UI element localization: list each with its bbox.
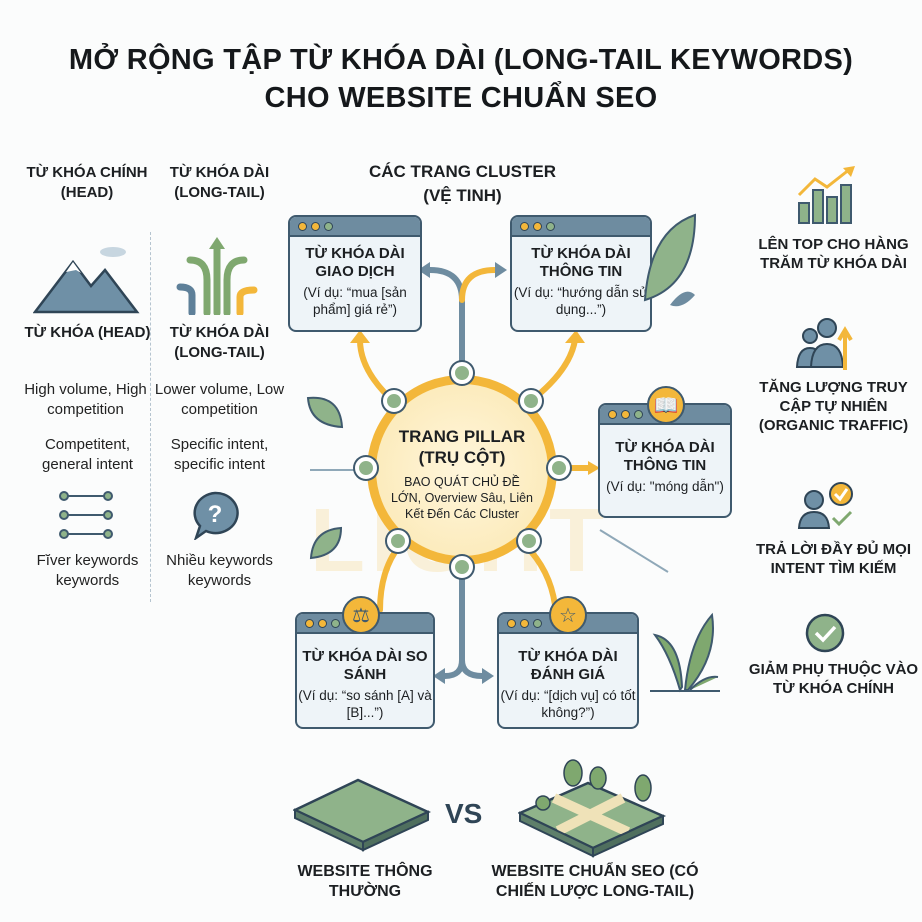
book-icon: 📖	[647, 386, 685, 424]
cluster-example: (Ví dụ: “[dịch vụ] có tốt không?”)	[500, 688, 636, 720]
growth-chart-icon	[797, 166, 855, 224]
flat-land-icon	[293, 778, 431, 852]
longtail-subheading: TỪ KHÓA DÀI (LONG-TAIL)	[169, 324, 270, 361]
longtail-intent: Specific intent, specific intent	[170, 436, 269, 473]
leaf-icon	[309, 526, 343, 560]
leaf-icon	[306, 396, 344, 429]
head-intent: Competitent, general intent	[42, 436, 133, 473]
pillar-title: TRANG PILLAR	[398, 427, 526, 446]
plant-icon	[650, 612, 720, 693]
cluster-heading: TỪ KHÓA DÀI GIAO DỊCH	[305, 245, 405, 280]
head-heading: TỪ KHÓA CHÍNH (HEAD)	[26, 164, 148, 201]
pillar-node	[518, 530, 540, 552]
list-nodes-icon	[59, 491, 113, 539]
scale-icon: ⚖	[342, 596, 380, 634]
mountain-icon	[33, 247, 140, 314]
pillar-node	[451, 556, 473, 578]
cluster-example: (Ví dụ: "móng dẫn")	[606, 479, 724, 494]
head-count: Fĭver keywords keywords	[36, 552, 139, 589]
cluster-page-transactional[interactable]: TỪ KHÓA DÀI GIAO DỊCH (Ví dụ: “mua [sản …	[288, 215, 422, 332]
cluster-example: (Ví dụ: “hướng dẫn sử dụng...”)	[513, 285, 649, 317]
pillar-description: BAO QUÁT CHỦ ĐỀ LỚN, Overview Sâu, Liên …	[390, 475, 534, 521]
leaf-icon	[643, 213, 697, 307]
users-up-icon	[795, 318, 853, 370]
longtail-heading: TỪ KHÓA DÀI (LONG-TAIL)	[169, 164, 270, 201]
longtail-count: Nhiều keywords keywords	[166, 552, 273, 589]
structured-land-icon	[518, 759, 667, 858]
vs-label: VS	[445, 798, 483, 829]
cluster-title: CÁC TRANG CLUSTER	[369, 162, 556, 181]
benefit-text: GIẢM PHỤ THUỘC VÀO TỪ KHÓA CHÍNH	[748, 661, 919, 697]
benefit-text: TRẢ LỜI ĐẦY ĐỦ MỌI INTENT TÌM KIẾM	[755, 541, 912, 577]
head-volume: High volume, High competition	[24, 381, 147, 418]
cluster-page-informational[interactable]: TỪ KHÓA DÀI THÔNG TIN (Ví dụ: “hướng dẫn…	[510, 215, 652, 332]
cluster-example: (Ví dụ: “so sánh [A] và [B]...”)	[298, 688, 432, 720]
head-subheading: TỪ KHÓA (HEAD)	[24, 324, 151, 341]
benefit-text: TĂNG LƯỢNG TRUY CẬP TỰ NHIÊN (ORGANIC TR…	[758, 379, 909, 434]
user-check-icon	[797, 482, 853, 529]
branching-arrows-icon	[176, 237, 258, 315]
longtail-volume: Lower volume, Low competition	[154, 381, 285, 418]
pillar-node	[387, 530, 409, 552]
star-icon: ☆	[549, 596, 587, 634]
benefit-text: LÊN TOP CHO HÀNG TRĂM TỪ KHÓA DÀI	[758, 236, 909, 272]
column-divider	[150, 232, 151, 602]
pillar-node	[451, 362, 473, 384]
pillar-node	[520, 390, 542, 412]
pillar-node	[355, 457, 377, 479]
bottom-left-label: WEBSITE THÔNG THƯỜNG	[297, 863, 433, 900]
title-line-2: CHO WEBSITE CHUẨN SEO	[264, 82, 658, 114]
cluster-subtitle: (VỆ TINH)	[423, 186, 502, 205]
cluster-heading: TỪ KHÓA DÀI THÔNG TIN	[531, 245, 631, 280]
cluster-page-review[interactable]: TỪ KHÓA DÀI ĐÁNH GIÁ (Ví dụ: “[dịch vụ] …	[497, 612, 639, 729]
check-circle-icon	[805, 613, 845, 653]
pillar-node	[383, 390, 405, 412]
question-bubble-icon: ?	[193, 491, 239, 540]
cluster-heading: TỪ KHÓA DÀI ĐÁNH GIÁ	[518, 648, 618, 683]
svg-text:?: ?	[208, 501, 223, 528]
cluster-heading: TỪ KHÓA DÀI SO SÁNH	[302, 648, 428, 683]
title-line-1: MỞ RỘNG TẬP TỪ KHÓA DÀI (LONG-TAIL KEYWO…	[68, 44, 854, 76]
cluster-heading: TỪ KHÓA DÀI THÔNG TIN	[615, 439, 715, 474]
bottom-right-label: WEBSITE CHUẨN SEO (CÓ CHIẾN LƯỢC LONG-TA…	[491, 863, 699, 900]
pillar-subtitle: (TRỤ CỘT)	[418, 448, 506, 467]
pillar-node	[548, 457, 570, 479]
cluster-example: (Ví dụ: “mua [sản phẩm] giá rẻ”)	[303, 285, 407, 317]
